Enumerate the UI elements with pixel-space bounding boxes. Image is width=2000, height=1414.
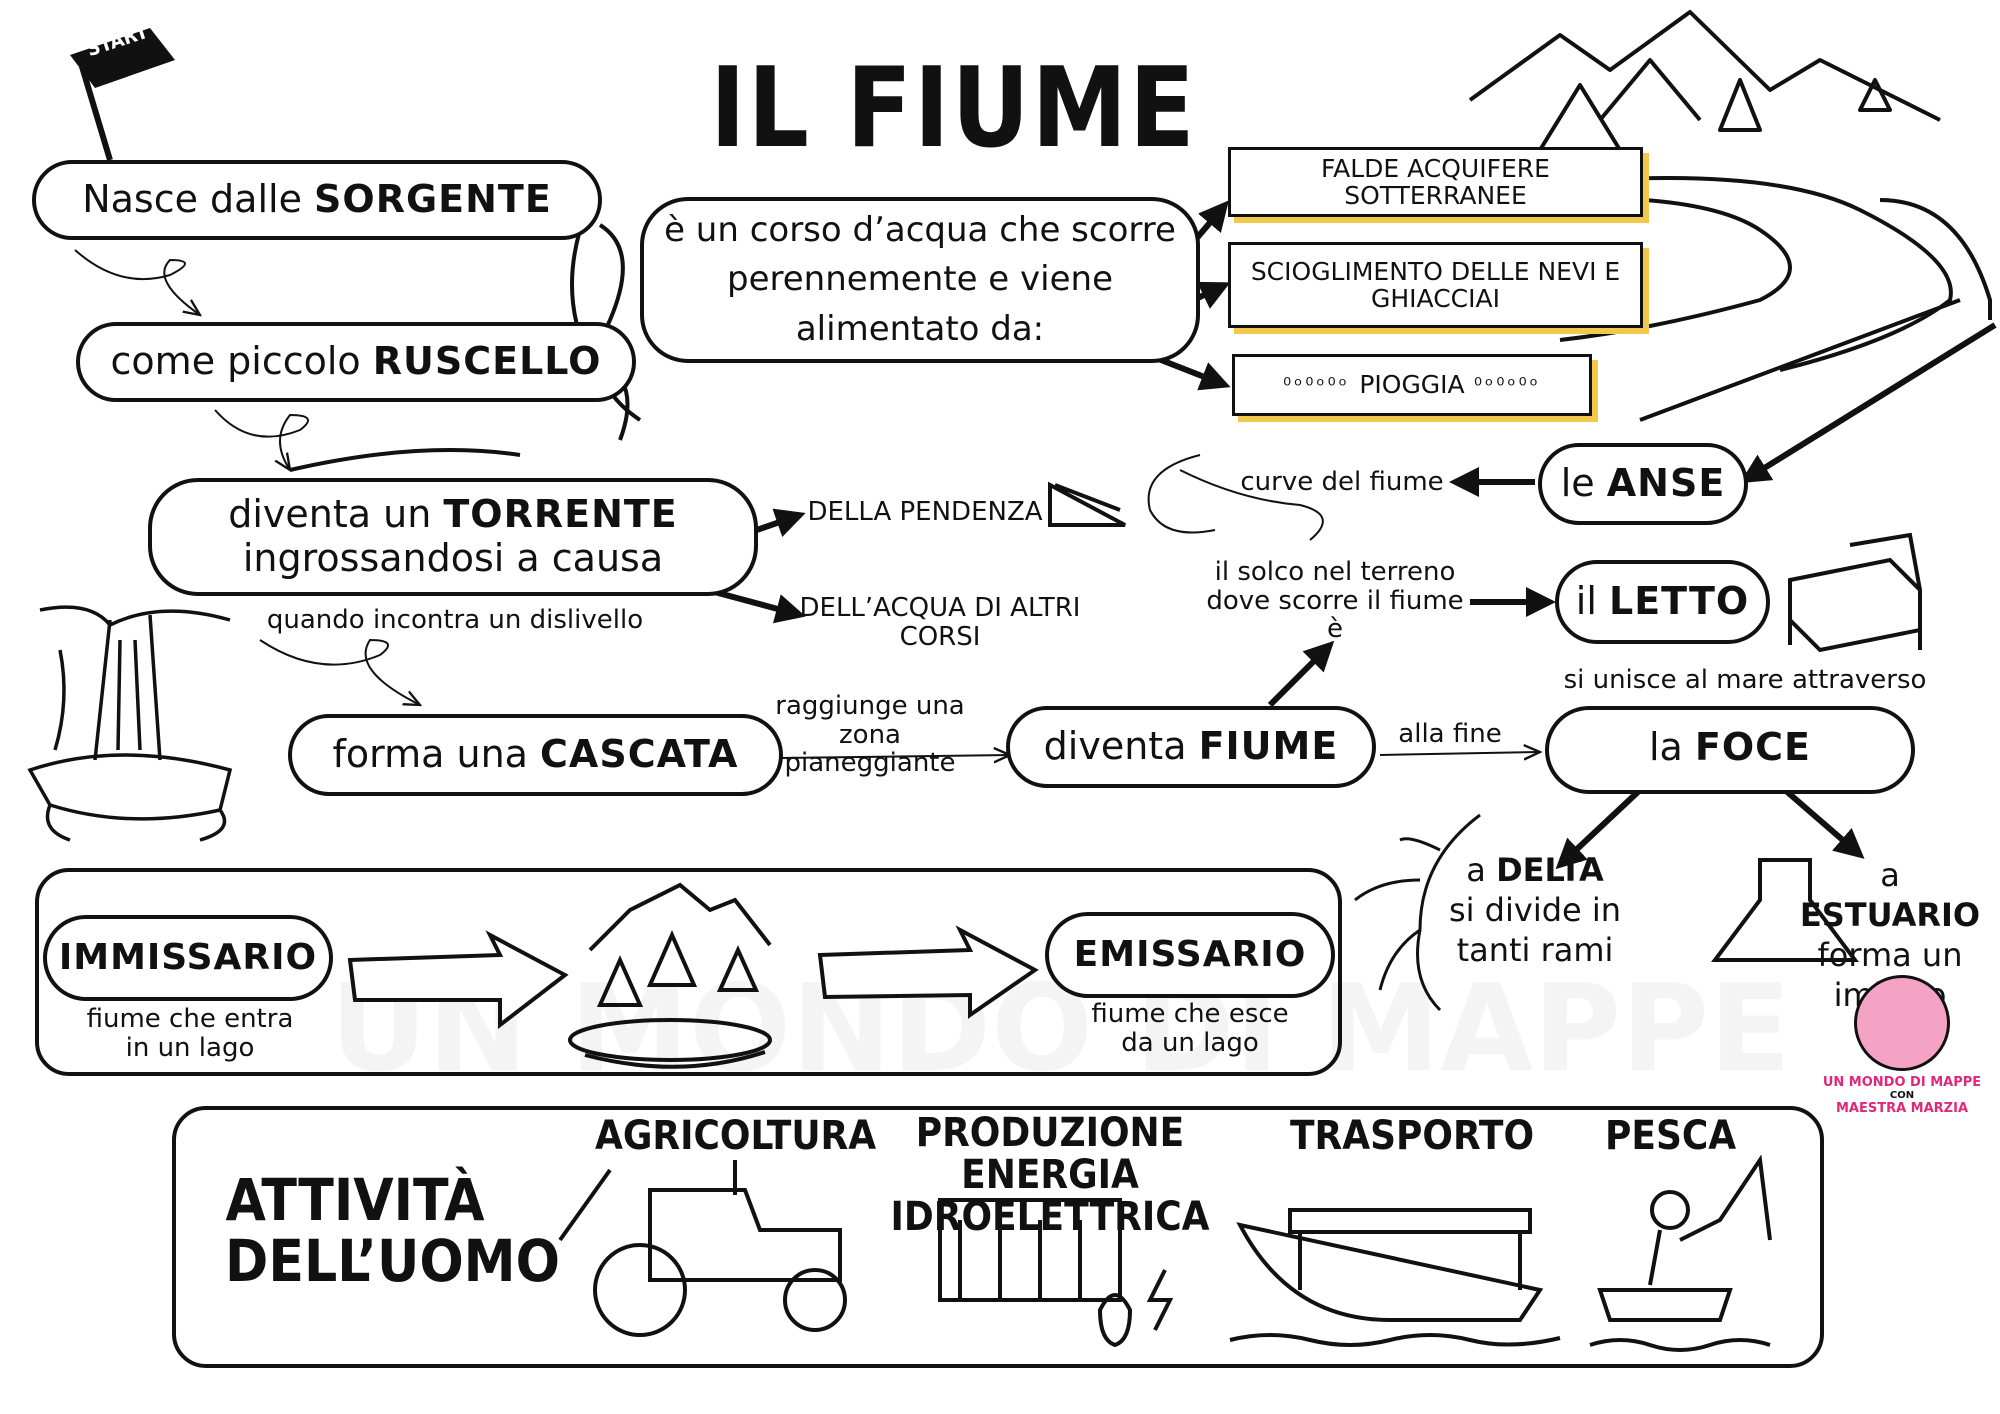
- logo-line1: UN MONDO DI MAPPE: [1822, 1075, 1982, 1090]
- boat-icon: [1229, 1208, 1561, 1347]
- sorgente-box: Nasce dalle SORGENTE: [32, 160, 602, 240]
- mountains-river-illustration: [1468, 10, 1992, 422]
- cascata-box: forma una CASCATA: [288, 714, 783, 796]
- tractor-icon: [558, 1160, 847, 1337]
- activities-heading: ATTIVITÀ DELL’UOMO: [225, 1166, 560, 1295]
- estuario-prefix: a: [1880, 856, 1900, 894]
- fiume-prefix: diventa: [1043, 724, 1199, 769]
- falde-box: FALDE ACQUIFERE SOTTERRANEE: [1228, 147, 1643, 217]
- solco-label: il solco nel terreno dove scorre il fium…: [1206, 557, 1464, 645]
- cascata-prefix: forma una: [332, 732, 541, 777]
- immissario-box: IMMISSARIO: [43, 915, 333, 1001]
- zona-pianeggiante-label: raggiunge una zona pianeggiante: [775, 691, 965, 779]
- anse-keyword: ANSE: [1606, 461, 1726, 506]
- estuario-keyword: ESTUARIO: [1799, 896, 1981, 934]
- rain-drops-icon-right: ⁰ᵒ⁰ᵒ⁰ᵒ: [1464, 373, 1541, 397]
- immissario-desc: fiume che entra in un lago: [86, 1004, 294, 1063]
- delta-branches-icon: [1354, 813, 1481, 1012]
- pioggia-box: ⁰ᵒ⁰ᵒ⁰ᵒ PIOGGIA ⁰ᵒ⁰ᵒ⁰ᵒ: [1232, 354, 1592, 416]
- pioggia-label: PIOGGIA: [1359, 370, 1465, 400]
- slope-triangle-icon: [1048, 481, 1126, 527]
- fisherman-icon: [1589, 1154, 1772, 1352]
- logo-line2: CON: [1889, 1090, 1915, 1101]
- pendenza-label: DELLA PENDENZA: [807, 497, 1043, 527]
- activity-trasporto: TRASPORTO: [1290, 1113, 1535, 1159]
- torrente-keyword: TORRENTE: [443, 492, 678, 537]
- connector-sorgente-ruscello: [74, 249, 200, 315]
- falde-label: FALDE ACQUIFERE SOTTERRANEE: [1321, 153, 1550, 210]
- ruscello-prefix: come piccolo: [110, 339, 373, 384]
- connector-torrente-cascata: [259, 638, 420, 705]
- ruscello-keyword: RUSCELLO: [372, 339, 602, 384]
- torrente-prefix: diventa un: [228, 492, 444, 537]
- fiume-box: diventa FIUME: [1006, 706, 1376, 788]
- mare-label: si unisce al mare attraverso: [1563, 665, 1927, 695]
- sorgente-keyword: SORGENTE: [314, 177, 552, 222]
- nevi-box: SCIOGLIMENTO DELLE NEVI E GHIACCIAI: [1228, 242, 1643, 328]
- start-flag-icon: [70, 28, 175, 161]
- arrow-river-to-anse: [1739, 322, 1997, 484]
- letto-prefix: il: [1575, 579, 1609, 624]
- letto-box: il LETTO: [1555, 560, 1770, 644]
- delta-keyword: DELTA: [1496, 851, 1604, 889]
- delta-prefix: a: [1466, 851, 1497, 889]
- ruscello-box: come piccolo RUSCELLO: [76, 322, 636, 402]
- connector-cascata-fiume: [779, 755, 1010, 758]
- activity-pesca: PESCA: [1605, 1113, 1737, 1159]
- hydroelectric-dam-icon: [938, 1198, 1174, 1348]
- anse-box: le ANSE: [1538, 443, 1748, 525]
- activity-idroelettrica: PRODUZIONE ENERGIA IDROELETTRICA: [890, 1110, 1210, 1240]
- arrow-foce-to-estuario: [1783, 787, 1865, 859]
- alla-fine-label: alla fine: [1398, 719, 1502, 749]
- lake-mountain-icon: [568, 882, 772, 1069]
- fiume-keyword: FIUME: [1198, 724, 1339, 769]
- logo-line3: MAESTRA MARZIA: [1835, 1101, 1969, 1116]
- foce-box: la FOCE: [1545, 706, 1915, 794]
- connector-fiume-foce: [1379, 752, 1540, 755]
- sorgente-prefix: Nasce dalle: [82, 177, 315, 222]
- page-title: IL FIUME: [710, 43, 1197, 173]
- nevi-label: SCIOGLIMENTO DELLE NEVI E GHIACCIAI: [1250, 256, 1621, 313]
- activity-agricoltura: AGRICOLTURA: [595, 1113, 877, 1159]
- arrow-fiume-to-solco: [1267, 640, 1335, 708]
- curve-fiume-label: curve del fiume: [1240, 467, 1444, 497]
- connector-ruscello-torrente: [214, 409, 309, 470]
- funnel-icon: [1711, 858, 1859, 962]
- activities-panel: [172, 1106, 1824, 1368]
- torrente-cause: ingrossandosi a causa: [242, 536, 664, 580]
- lake-arrows: [347, 925, 1039, 1030]
- emissario-label: EMISSARIO: [1073, 934, 1307, 976]
- logo-avatar: [1854, 975, 1950, 1071]
- definizione-text: è un corso d’acqua che scorre perennemen…: [664, 210, 1176, 349]
- emissario-box: EMISSARIO: [1045, 912, 1335, 998]
- delta-desc: si divide in tanti rami: [1448, 891, 1622, 969]
- letto-keyword: LETTO: [1609, 579, 1750, 624]
- emissario-desc: fiume che esce da un lago: [1091, 999, 1289, 1058]
- rain-drops-icon: ⁰ᵒ⁰ᵒ⁰ᵒ: [1283, 373, 1360, 397]
- waterfall-illustration: [27, 605, 233, 842]
- anse-prefix: le: [1560, 461, 1607, 506]
- foce-prefix: la: [1648, 725, 1695, 769]
- meander-icon: [1147, 454, 1324, 541]
- delta-text: a DELTA si divide in tanti rami: [1440, 850, 1630, 970]
- cascata-keyword: CASCATA: [540, 732, 739, 777]
- definizione-box: è un corso d’acqua che scorre perennemen…: [640, 197, 1200, 363]
- bed-icon: [1788, 532, 1922, 653]
- logo: UN MONDO DI MAPPE CON MAESTRA MARZIA: [1812, 975, 1992, 1116]
- immissario-label: IMMISSARIO: [58, 937, 318, 979]
- arrow-foce-to-delta: [1555, 787, 1643, 870]
- dislivello-label: quando incontra un dislivello: [266, 605, 644, 635]
- lake-panel: [35, 868, 1342, 1076]
- foce-keyword: FOCE: [1694, 725, 1812, 769]
- altri-corsi-label: DELL’ACQUA DI ALTRI CORSI: [799, 593, 1081, 652]
